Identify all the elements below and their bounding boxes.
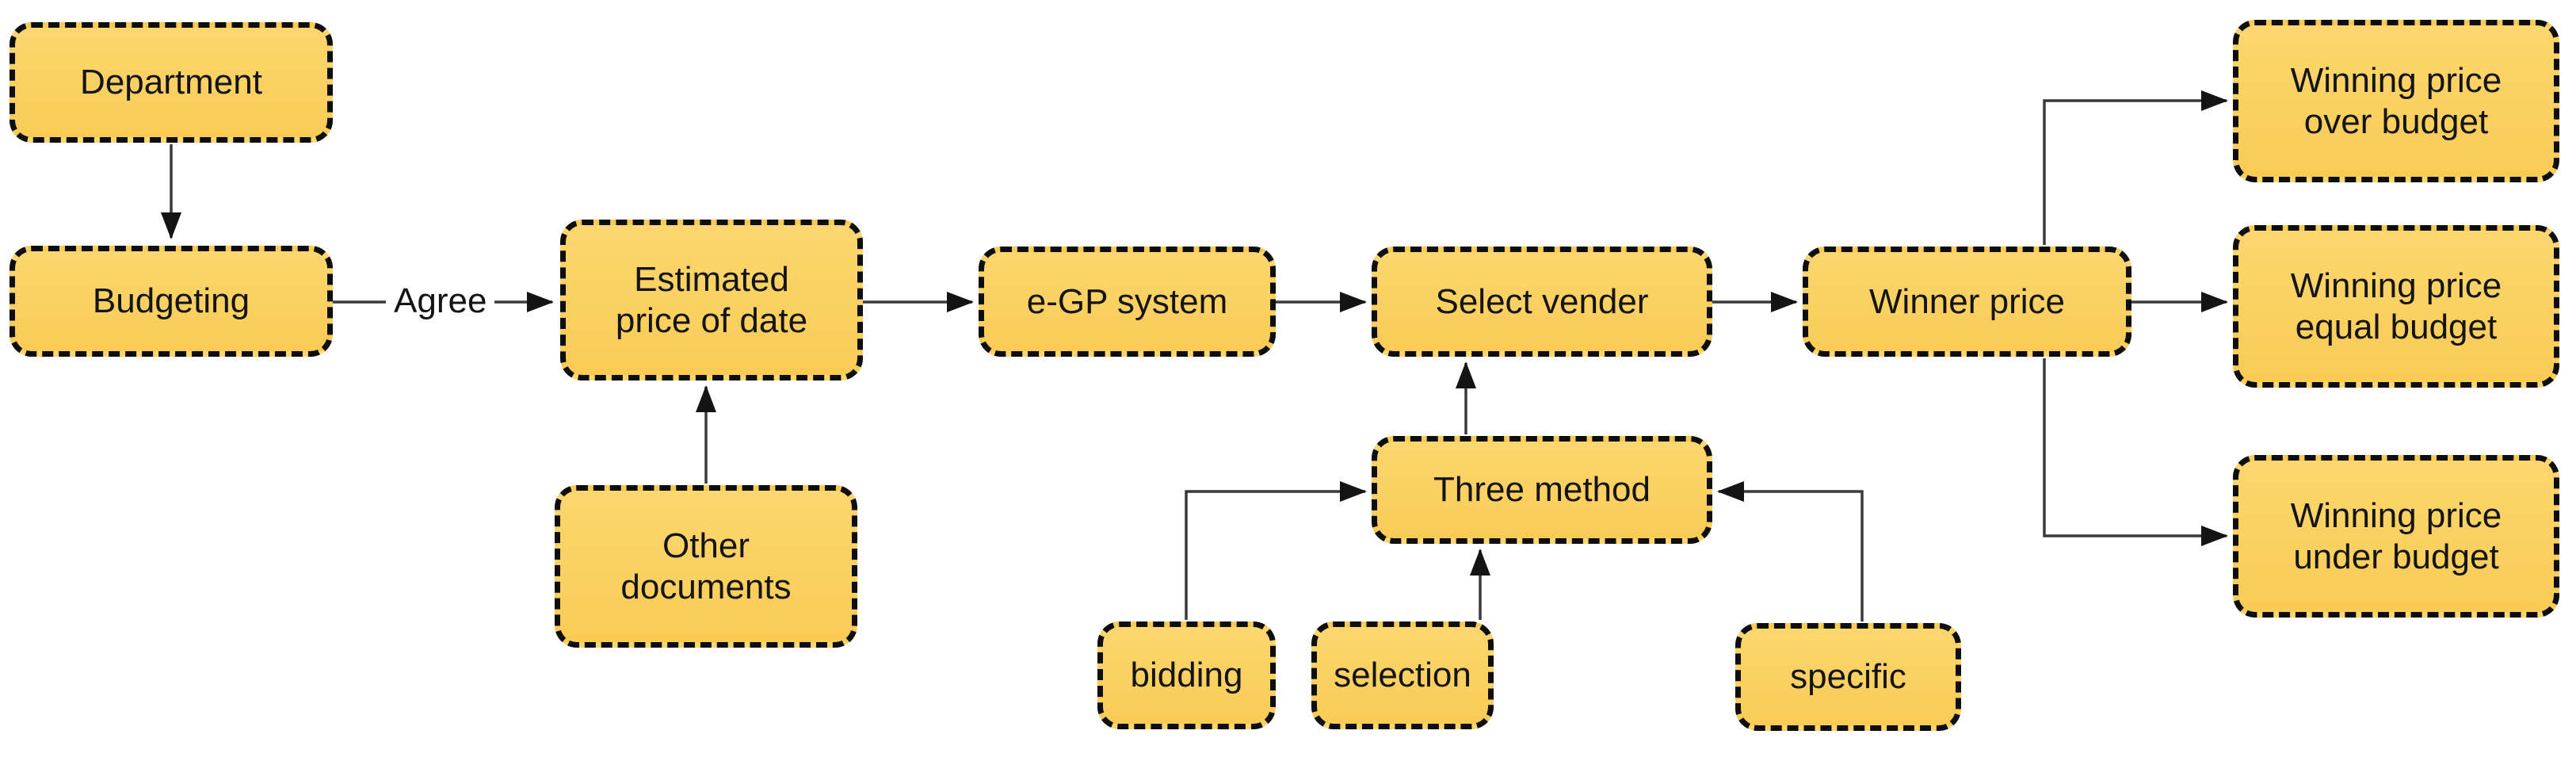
- node-bidding: bidding: [1097, 621, 1276, 729]
- node-winning-price-equal-budget: Winning price equal budget: [2233, 225, 2559, 388]
- edge-bidding-three: [1185, 481, 1367, 620]
- node-winning-price-under-budget: Winning price under budget: [2233, 455, 2559, 618]
- edge-winner-over: [2043, 90, 2228, 245]
- edge-winner-under: [2043, 358, 2228, 546]
- node-three-method: Three method: [1372, 436, 1712, 544]
- node-estimated-price: Estimated price of date: [560, 220, 863, 380]
- node-selection: selection: [1311, 621, 1494, 729]
- node-other-documents: Other documents: [555, 485, 857, 648]
- node-egp-system: e-GP system: [979, 247, 1276, 357]
- node-winning-price-over-budget: Winning price over budget: [2233, 20, 2559, 182]
- node-department: Department: [10, 22, 333, 143]
- edge-specific-three: [1717, 481, 1864, 621]
- node-select-vender: Select vender: [1372, 247, 1712, 357]
- edge-label-agree: Agree: [386, 279, 495, 323]
- node-budgeting: Budgeting: [10, 246, 333, 357]
- node-specific: specific: [1735, 623, 1961, 731]
- node-winner-price: Winner price: [1803, 247, 2131, 357]
